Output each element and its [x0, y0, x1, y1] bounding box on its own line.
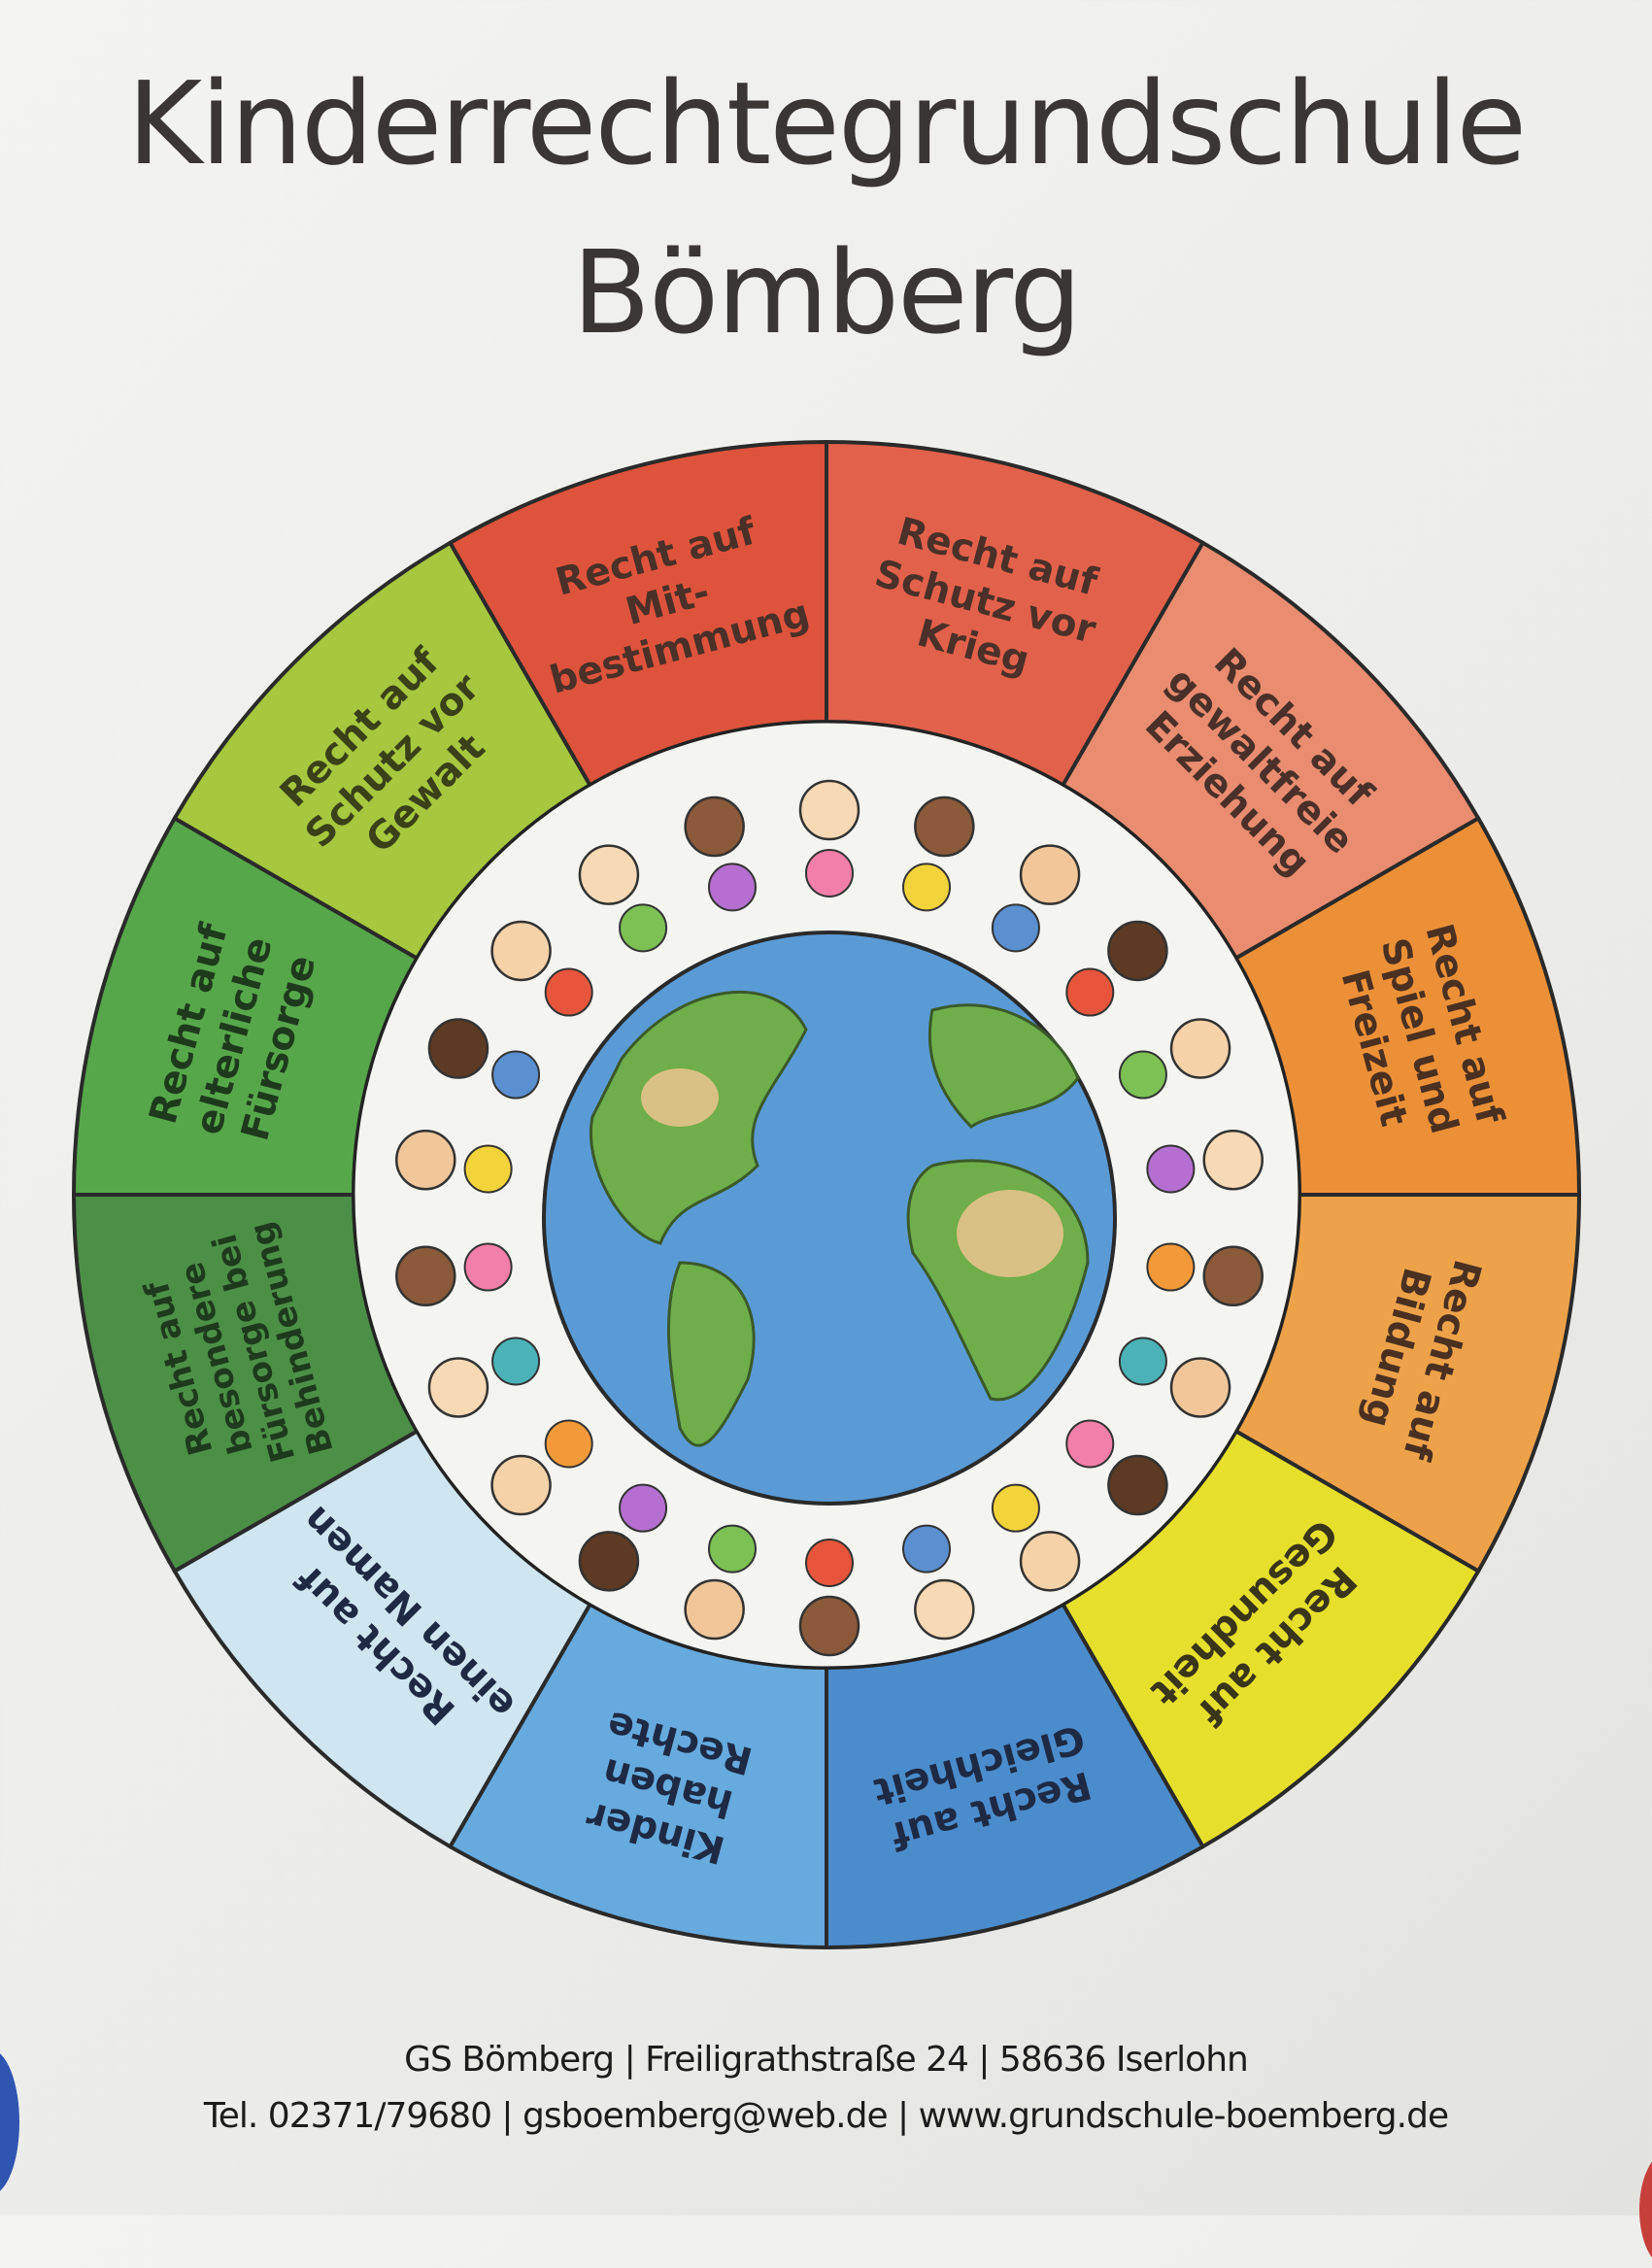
- child-figure: [578, 844, 668, 953]
- globe-desert: [641, 1068, 719, 1127]
- right-segment: Recht aufGesundheit: [1060, 1428, 1481, 1849]
- right-segment: Recht aufbesondereFürsorge beiBehinderun…: [71, 1193, 420, 1574]
- poster-title-line2: Bömberg: [572, 225, 1082, 359]
- child-figure: [991, 1483, 1081, 1592]
- child-figure: [578, 1483, 668, 1592]
- right-segment: Recht aufSchutz vorGewalt: [172, 540, 593, 962]
- children-ring-illustration: [395, 779, 1264, 1657]
- child-figure: [427, 1018, 541, 1100]
- child-figure: [798, 779, 860, 897]
- right-segment: Recht aufeinen Namen: [172, 1428, 593, 1849]
- child-figure: [427, 1337, 541, 1418]
- right-segment: Recht aufBildung: [1233, 1193, 1582, 1574]
- right-segment: Recht aufSchutz vorKrieg: [825, 439, 1206, 788]
- child-figure: [1118, 1337, 1231, 1418]
- child-figure: [490, 1419, 593, 1516]
- right-segment: Recht aufSpiel undFreizeit: [1233, 815, 1582, 1197]
- child-figure: [1146, 1242, 1264, 1307]
- footer-address: GS Bömberg | Freiligrathstraße 24 | 5863…: [404, 2040, 1249, 2080]
- child-figure: [798, 1539, 860, 1657]
- globe-continent: [927, 1003, 1080, 1129]
- child-figure: [1118, 1018, 1231, 1100]
- poster-title-line1: Kinderrechtegrundschule: [126, 56, 1527, 190]
- right-segment: Recht aufgewaltfreieErziehung: [1060, 540, 1481, 962]
- child-figure: [991, 844, 1081, 953]
- globe-desert: [957, 1190, 1063, 1277]
- right-segment: KinderhabenRechte: [447, 1602, 828, 1950]
- child-figure: [902, 1524, 975, 1641]
- child-figure: [395, 1129, 513, 1194]
- footer-contact: Tel. 02371/79680 | gsboemberg@web.de | w…: [203, 2096, 1449, 2136]
- segment-label: Recht aufgewaltfreieErziehung: [1126, 626, 1395, 896]
- child-figure: [902, 795, 975, 912]
- globe-illustration: [542, 931, 1117, 1506]
- child-figure: [1065, 1419, 1168, 1516]
- segment-label: Recht aufSpiel undFreizeit: [1327, 920, 1512, 1154]
- right-segment: Recht aufMit-bestimmung: [447, 439, 828, 788]
- child-figure: [684, 1524, 757, 1641]
- child-figure: [684, 795, 757, 912]
- child-figure: [1065, 920, 1168, 1017]
- child-figure: [395, 1242, 513, 1307]
- child-figure: [1146, 1129, 1264, 1194]
- globe-continent: [666, 1261, 756, 1447]
- child-figure: [490, 920, 593, 1017]
- blue-magnet-icon: [0, 2049, 19, 2195]
